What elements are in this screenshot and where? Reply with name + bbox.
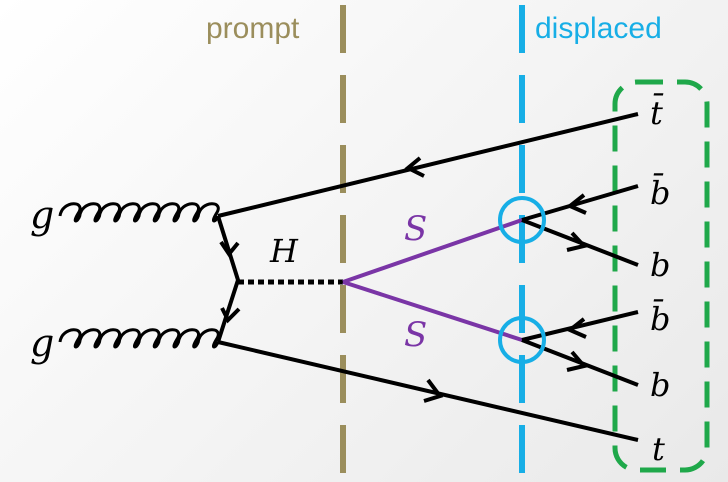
scalar-top-line [342, 218, 523, 284]
antitop-label: t̄ [650, 93, 664, 132]
bbar-bottom-arrow [566, 317, 587, 339]
bbar-bottom-line [521, 310, 639, 342]
bbar-top-label: b̄ [650, 173, 670, 212]
bbar-bottom-label: b̄ [650, 299, 670, 338]
b-top-arrow [566, 231, 588, 252]
final-state-box [612, 79, 710, 473]
top-loop [216, 215, 241, 343]
antitop-line [217, 112, 639, 218]
gluon-bottom-label: g [30, 321, 54, 365]
antitop-arrow [404, 156, 425, 178]
scalar-top-label: S [404, 209, 427, 249]
b-top-label: b [650, 246, 670, 284]
scalar-bottom-line [342, 280, 523, 342]
b-bottom-arrow [566, 350, 588, 372]
displaced-label: displaced [535, 12, 662, 45]
loop-arrow-upper [219, 240, 240, 258]
top-label: t [652, 430, 665, 468]
displaced-vertex-top [498, 196, 546, 244]
higgs-label: H [269, 232, 299, 270]
top-arrow [423, 378, 444, 403]
gluon-top [58, 202, 220, 223]
bbar-top-arrow [566, 193, 587, 215]
top-line [217, 340, 639, 442]
bbar-top-line [521, 184, 639, 222]
gluon-top-label: g [30, 193, 54, 237]
b-bottom-label: b [650, 366, 670, 404]
scalar-bottom-label: S [404, 315, 427, 355]
displaced-vertex-bottom [498, 316, 546, 364]
loop-arrow-lower [220, 307, 241, 324]
gluon-bottom [58, 328, 220, 349]
prompt-label: prompt [206, 12, 300, 45]
